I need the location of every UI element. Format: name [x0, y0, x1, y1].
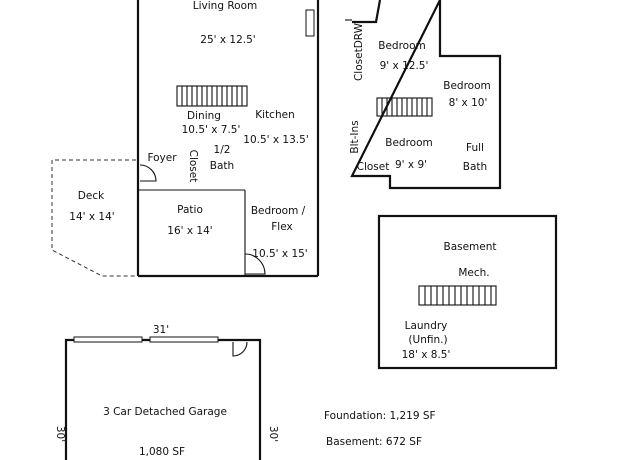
flex-door-swing: [244, 253, 266, 275]
dining-label: Dining: [187, 110, 221, 122]
flex-label-line2: Flex: [271, 221, 292, 233]
flex-label-line1: Bedroom /: [251, 205, 306, 217]
foundation-area: Foundation: 1,219 SF: [324, 410, 436, 422]
upper-bedroom-2-size: 8' x 10': [449, 97, 488, 109]
garage-door-2: [149, 336, 219, 343]
garage: 31' 30' 30' 3 Car Detached Garage 1,080 …: [54, 324, 279, 460]
upper-bedroom-3-label: Bedroom: [385, 137, 433, 149]
area-summary: Foundation: 1,219 SF Basement: 672 SF: [324, 410, 436, 448]
main-floor: Living Room 25' x 12.5' Dining 10.5' x 7…: [51, 0, 320, 278]
half-bath-number: 1/2: [214, 144, 231, 156]
kitchen-size: 10.5' x 13.5': [243, 134, 308, 146]
dining-size: 10.5' x 7.5': [182, 124, 241, 136]
laundry-label-line1: Laundry: [405, 320, 448, 332]
foyer-label: Foyer: [147, 152, 177, 164]
deck-size: 14' x 14': [69, 211, 114, 223]
flex-size: 10.5' x 15': [252, 248, 307, 260]
foyer-door-swing: [139, 164, 157, 182]
patio-size: 16' x 14': [167, 225, 212, 237]
upper-bedroom-3-size: 9' x 9': [395, 159, 427, 171]
upper-closet-drw-label: ClosetDRW: [353, 22, 365, 81]
living-room-size: 25' x 12.5': [200, 34, 255, 46]
garage-door-1: [73, 336, 143, 343]
living-room-window: [305, 9, 315, 37]
upper-closet-label: Closet: [357, 161, 390, 173]
basement-mech-label: Mech.: [458, 267, 489, 279]
garage-label: 3 Car Detached Garage: [103, 406, 227, 418]
garage-width-label: 31': [153, 324, 169, 336]
main-staircase: [176, 85, 248, 107]
basement-area: Basement: 672 SF: [326, 436, 422, 448]
laundry-size: 18' x 8.5': [402, 349, 451, 361]
upper-floor: ClosetDRW Bedroom 9' x 12.5' Bedroom 8' …: [345, 0, 502, 190]
garage-area: 1,080 SF: [139, 446, 185, 458]
upper-outline: [350, 0, 502, 190]
upper-full-label: Full: [466, 142, 484, 154]
patio-label: Patio: [177, 204, 203, 216]
upper-bath-label: Bath: [463, 161, 487, 173]
upper-built-ins-label: Blt-Ins: [349, 120, 361, 153]
kitchen-label: Kitchen: [255, 109, 294, 121]
living-room-label: Living Room: [193, 0, 257, 12]
upper-bedroom-1-size: 9' x 12.5': [380, 60, 429, 72]
deck-outline: [51, 159, 136, 277]
basement-staircase: [418, 285, 497, 306]
upper-bedroom-1-label: Bedroom: [378, 40, 426, 52]
garage-depth-right-label: 30': [267, 426, 279, 442]
half-bath-label: Bath: [210, 160, 234, 172]
deck-label: Deck: [78, 190, 105, 202]
garage-door-swing: [232, 341, 248, 357]
laundry-label-line2: (Unfin.): [408, 334, 447, 346]
upper-bedroom-2-label: Bedroom: [443, 80, 491, 92]
upper-staircase: [376, 97, 433, 117]
main-closet-label: Closet: [187, 150, 199, 183]
basement-outline: [377, 214, 558, 370]
basement: Basement Mech. Laundry (Unfin.) 18' x 8.…: [377, 214, 558, 370]
garage-outline: [64, 338, 262, 460]
basement-label: Basement: [443, 241, 496, 253]
garage-depth-left-label: 30': [54, 426, 66, 442]
